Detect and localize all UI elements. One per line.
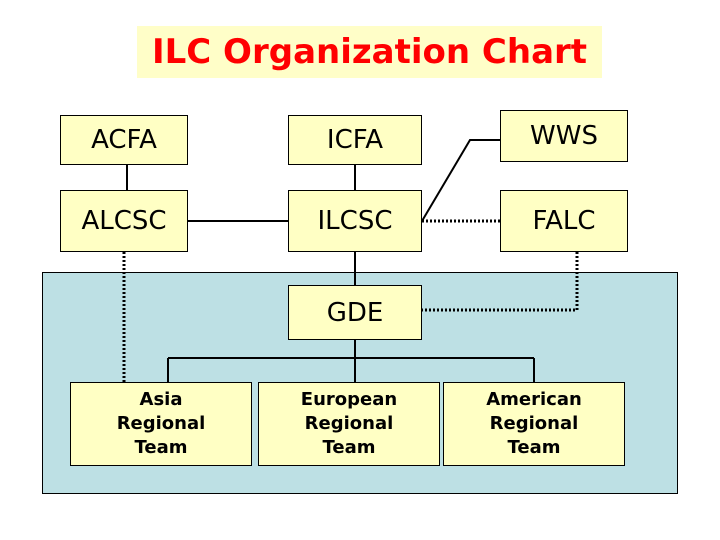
america-line-2: Regional [489,413,579,434]
box-falc-label: FALC [532,206,596,236]
asia-line-3: Team [134,437,188,458]
box-acfa-label: ACFA [91,125,157,155]
box-gde: GDE [288,285,422,340]
box-gde-label: GDE [326,297,384,328]
box-acfa: ACFA [60,115,188,165]
europe-line-2: Regional [304,413,394,434]
europe-line-3: Team [322,437,376,458]
box-european-team: European Regional Team [258,382,440,466]
america-line-3: Team [507,437,561,458]
box-ilcsc-label: ILCSC [317,206,393,236]
box-american-team: American Regional Team [443,382,625,466]
box-icfa: ICFA [288,115,422,165]
america-line-1: American [486,389,582,410]
asia-line-1: Asia [139,389,183,410]
dotted-falc-gde [422,252,579,312]
box-asia-team: Asia Regional Team [70,382,252,466]
box-ilcsc: ILCSC [288,190,422,252]
box-wws-label: WWS [530,121,598,151]
box-alcsc-label: ALCSC [81,206,167,236]
box-alcsc: ALCSC [60,190,188,252]
page-title: ILC Organization Chart [137,26,602,78]
asia-line-2: Regional [116,413,206,434]
box-falc: FALC [500,190,628,252]
box-icfa-label: ICFA [326,125,384,155]
europe-line-1: European [300,389,398,410]
line-ilcsc-wws [421,139,500,222]
box-wws: WWS [500,110,628,162]
